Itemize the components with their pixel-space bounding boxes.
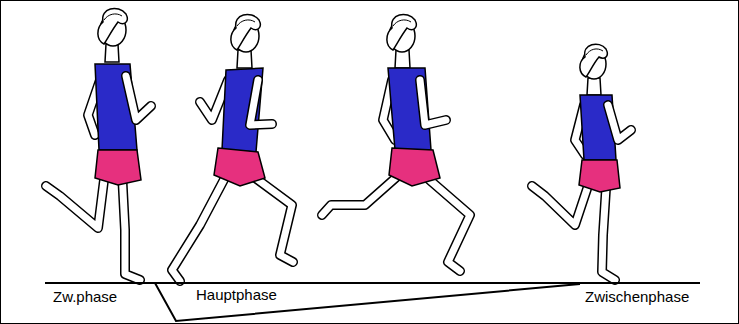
runner-figure xyxy=(122,172,140,280)
runner-figure xyxy=(389,148,440,186)
runner-figure xyxy=(250,80,272,125)
runner-figure xyxy=(322,14,470,271)
runner-figure xyxy=(602,188,615,280)
phase-label: Zwischenphase xyxy=(584,288,690,306)
runner-figure xyxy=(46,172,105,228)
runner-figure xyxy=(126,76,151,120)
runner-figure xyxy=(587,78,601,95)
runner-figure xyxy=(608,105,631,140)
phase-label: Zw.phase xyxy=(52,288,118,306)
runner-figure xyxy=(95,150,141,185)
runner-figure xyxy=(425,176,470,271)
runner-figure xyxy=(420,80,446,125)
runner-figure xyxy=(231,14,260,50)
phase-wedge xyxy=(155,283,580,321)
runner-figure xyxy=(580,44,607,77)
runner-figure xyxy=(104,14,122,20)
runner-figure xyxy=(250,174,293,262)
runner-figure xyxy=(250,80,272,125)
runner-figure xyxy=(532,186,588,225)
runner-figure xyxy=(237,20,255,26)
runner-figure xyxy=(608,105,631,140)
runner-figure xyxy=(122,172,140,280)
runner-figure xyxy=(46,172,105,228)
runner-figure xyxy=(393,20,411,26)
ground-line xyxy=(45,282,700,284)
runner-figure xyxy=(237,50,252,68)
runner-figure xyxy=(214,148,265,186)
runner-figure xyxy=(387,14,416,50)
runner-figure xyxy=(579,160,620,192)
runner-figure xyxy=(602,188,615,280)
runner-figure xyxy=(172,14,293,281)
runner-figure xyxy=(172,172,228,281)
runner-figure xyxy=(420,80,446,125)
runner-figure xyxy=(532,44,631,280)
runner-figure xyxy=(46,8,151,280)
runner-figure xyxy=(250,174,293,262)
runner-figure xyxy=(126,76,151,120)
runner-figure xyxy=(425,176,470,271)
runner-figure xyxy=(172,172,228,281)
runner-figure xyxy=(532,186,588,225)
runner-figure xyxy=(322,174,400,215)
phase-label: Hauptphase xyxy=(195,286,278,304)
runner-figure xyxy=(98,8,127,44)
runner-figure xyxy=(322,174,400,215)
runner-figure xyxy=(586,49,603,55)
